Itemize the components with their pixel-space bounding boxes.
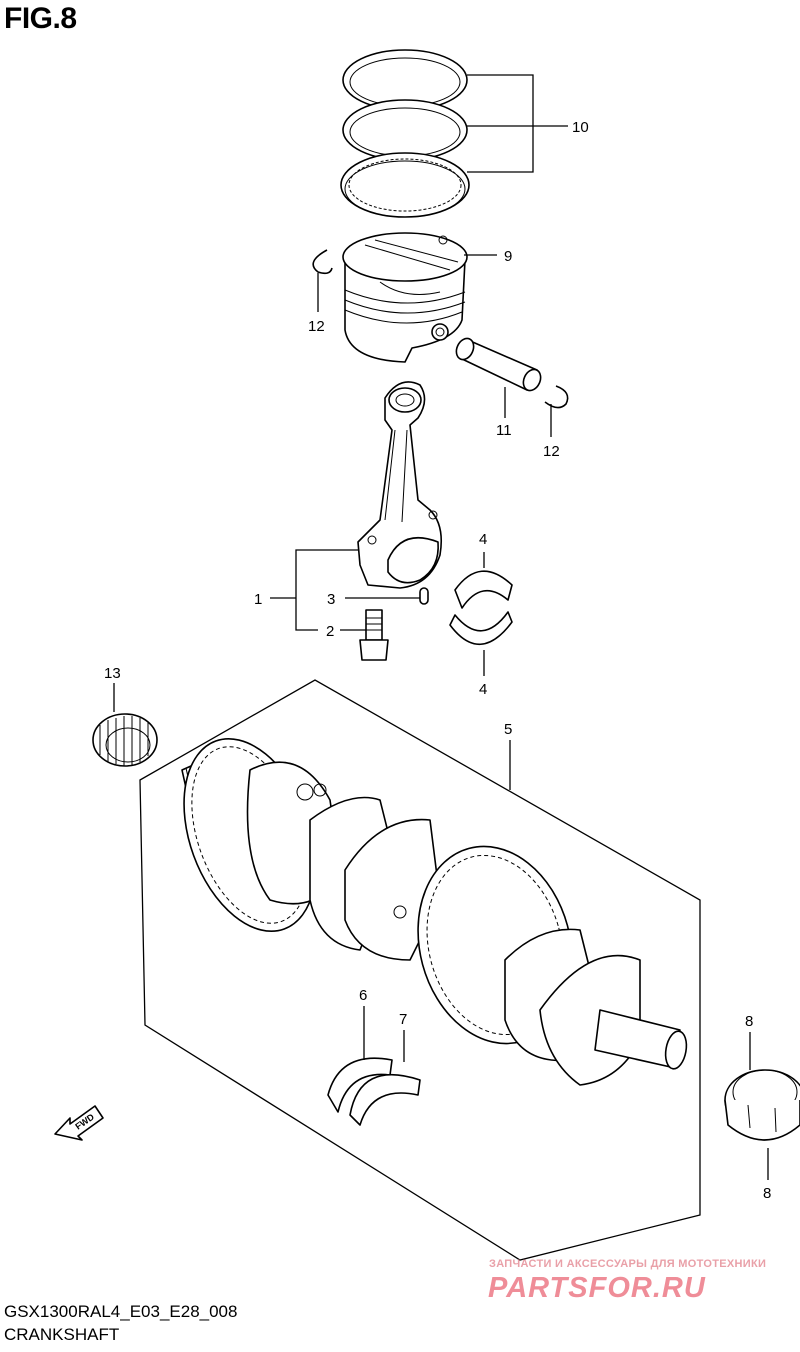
piston-rings[interactable]: [340, 49, 470, 218]
connecting-rod[interactable]: [357, 381, 443, 589]
callout-13: 13: [104, 665, 121, 682]
circlip-left[interactable]: [312, 249, 333, 275]
rod-bearing-lower[interactable]: [449, 611, 513, 646]
callout-8-upper: 8: [745, 1013, 753, 1030]
callout-3: 3: [327, 591, 335, 608]
rod-bearing-upper[interactable]: [454, 570, 513, 609]
piston-pin[interactable]: [453, 336, 544, 394]
callout-9: 9: [504, 248, 512, 265]
callout-6: 6: [359, 987, 367, 1004]
callout-2: 2: [326, 623, 334, 640]
leader-6-7: [363, 1006, 405, 1062]
rod-bolt[interactable]: [359, 609, 389, 661]
diagram-name: CRANKSHAFT: [4, 1325, 120, 1344]
diagram-code: GSX1300RAL4_E03_E28_008: [4, 1302, 238, 1321]
leader-1: [270, 549, 358, 631]
callout-10: 10: [572, 119, 589, 136]
callout-12-right: 12: [543, 443, 560, 460]
needle-bearing[interactable]: [92, 713, 158, 767]
leader-10: [467, 74, 568, 173]
callout-11: 11: [496, 422, 512, 439]
piston[interactable]: [342, 232, 468, 363]
watermark-logo: PARTSFOR.RU: [488, 1272, 706, 1304]
thrust-bearing[interactable]: [724, 1069, 800, 1141]
figure-title: FIG.8: [4, 2, 77, 35]
callout-12-left: 12: [308, 318, 325, 335]
main-bearing-6[interactable]: [327, 1057, 393, 1113]
callout-4-lower: 4: [479, 681, 487, 698]
circlip-right[interactable]: [544, 385, 569, 409]
callout-5: 5: [504, 721, 512, 738]
callout-4-upper: 4: [479, 531, 487, 548]
watermark-tagline: ЗАПЧАСТИ И АКСЕССУАРЫ ДЛЯ МОТОТЕХНИКИ: [489, 1258, 767, 1270]
forward-arrow: FWD: [54, 1105, 104, 1141]
leader-8: [749, 1032, 769, 1180]
crankshaft-frame: [139, 679, 701, 1261]
dowel-pin[interactable]: [419, 587, 429, 605]
main-bearing-7[interactable]: [349, 1073, 421, 1126]
crankshaft[interactable]: [159, 721, 689, 1086]
callout-1: 1: [254, 591, 262, 608]
callout-8-lower: 8: [763, 1185, 771, 1202]
callout-7: 7: [399, 1011, 407, 1028]
